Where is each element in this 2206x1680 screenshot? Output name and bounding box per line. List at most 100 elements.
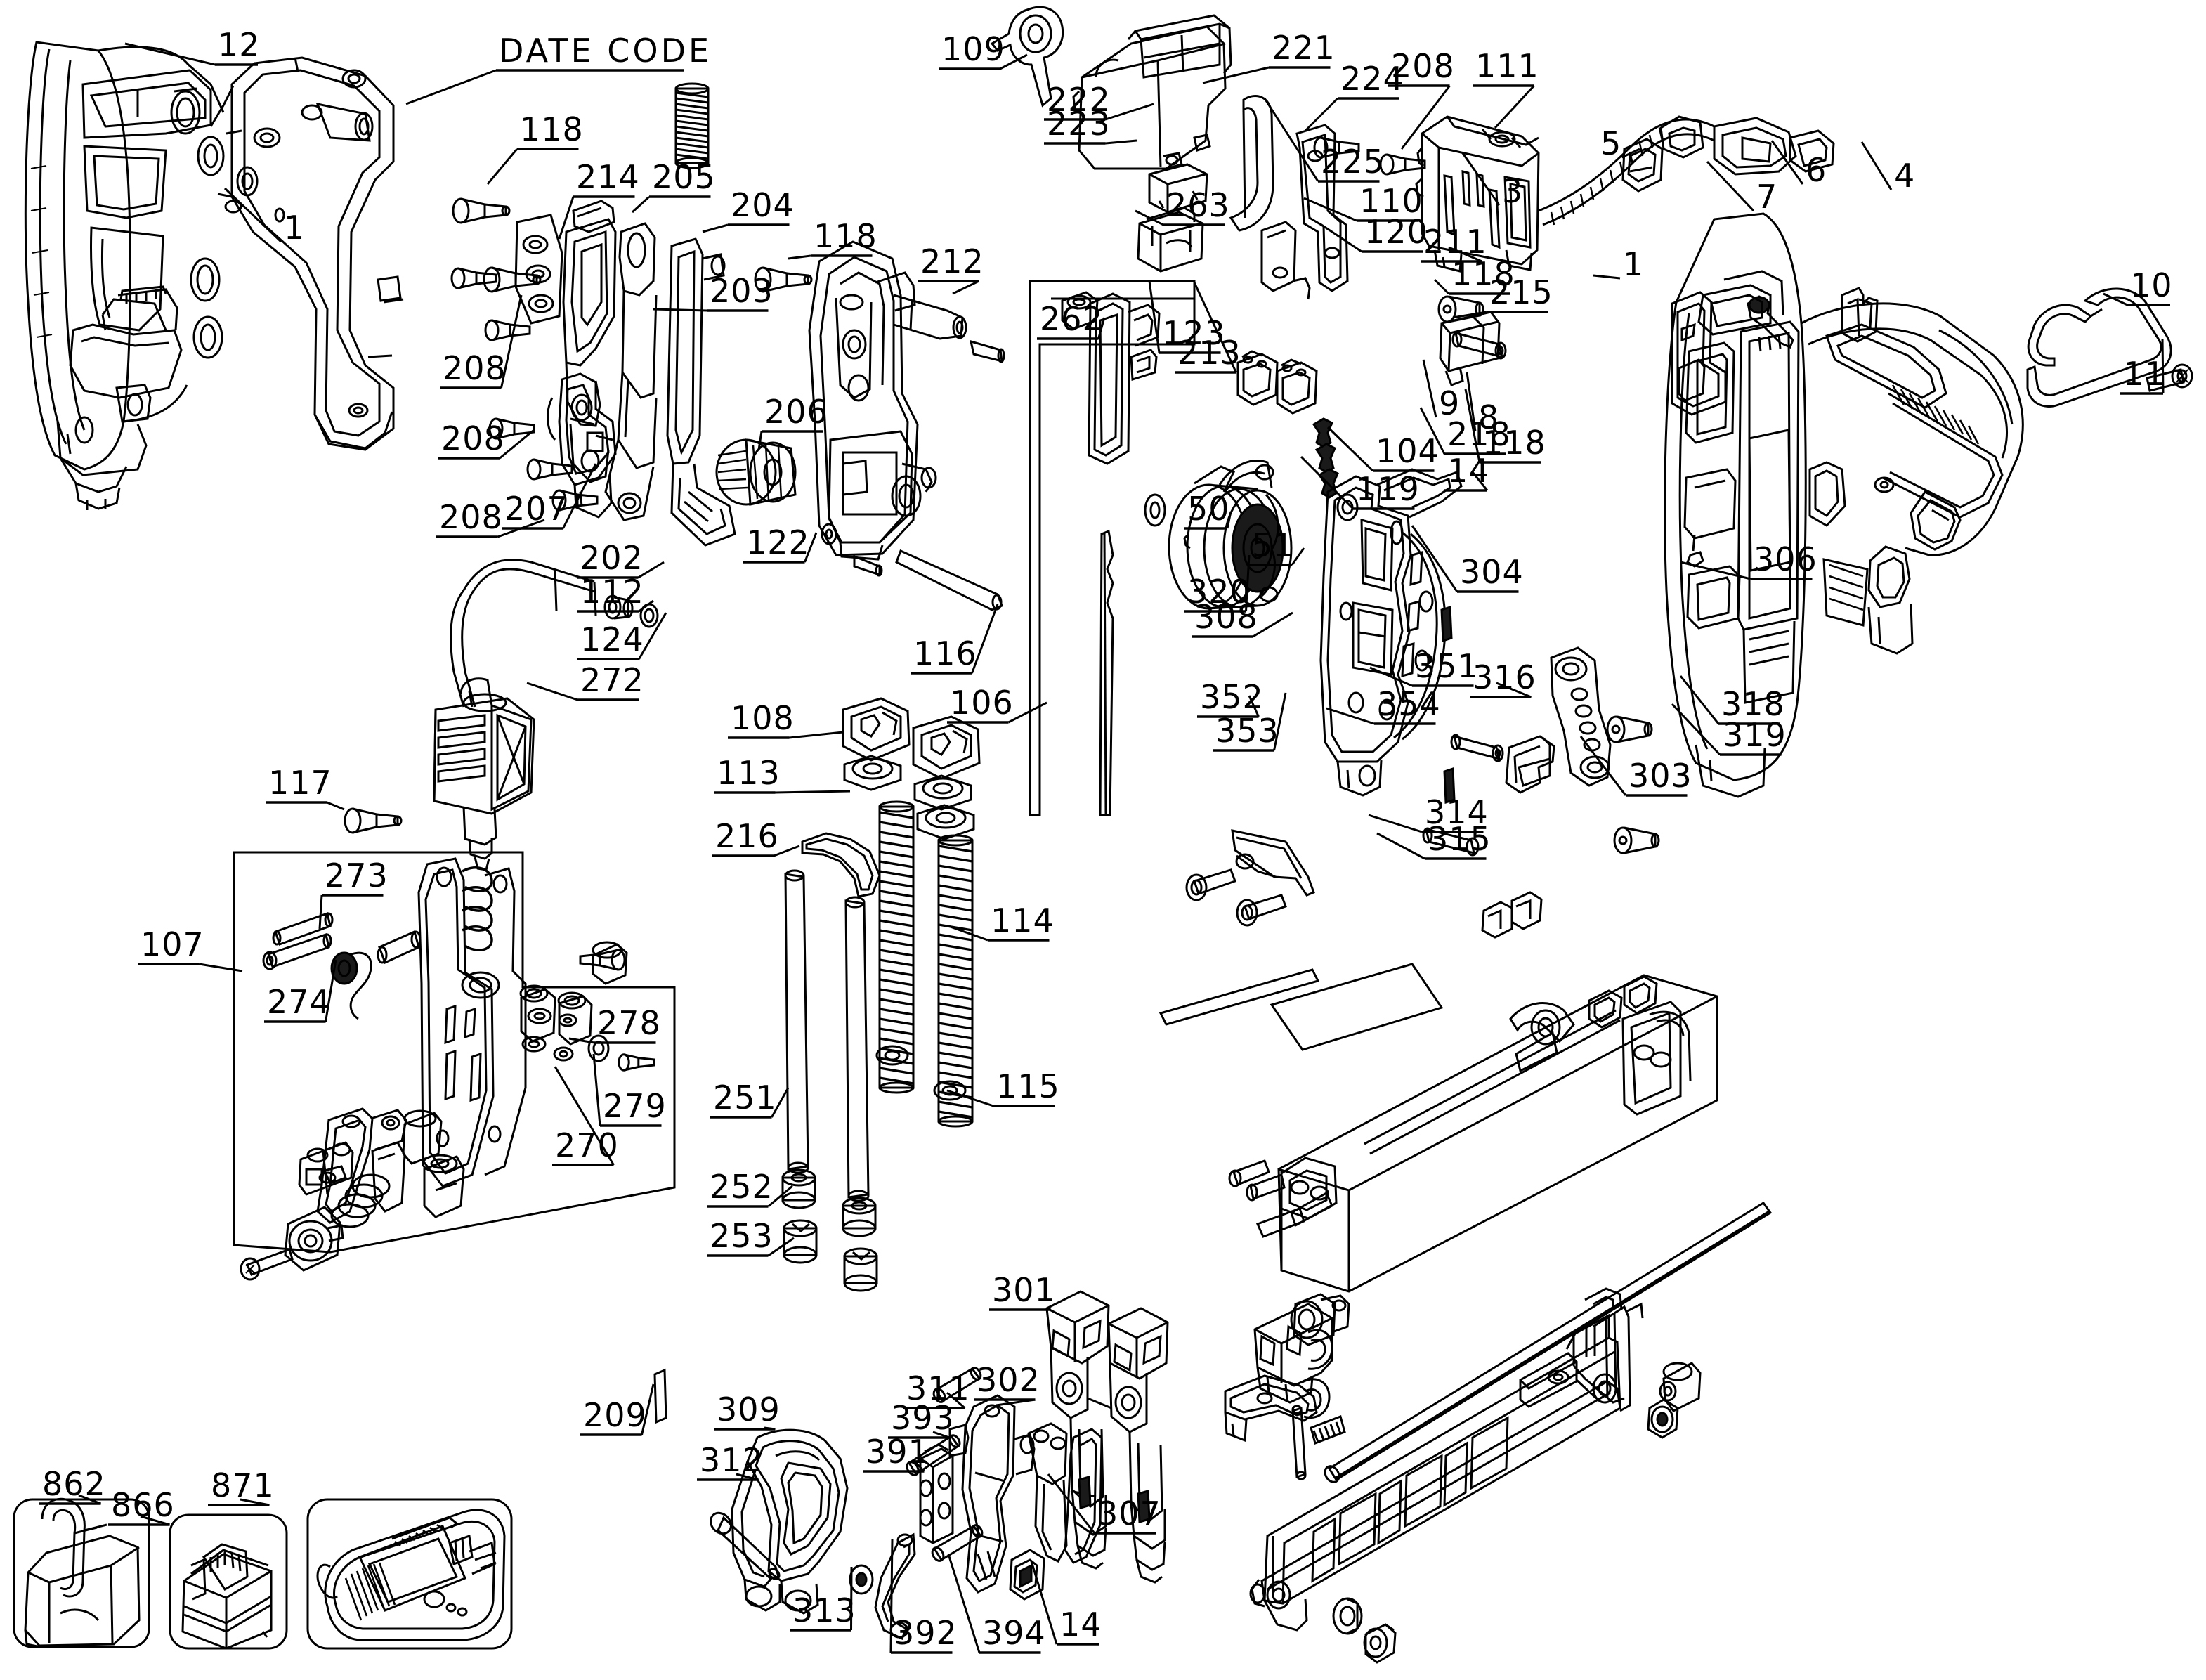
callout-number: 213	[1177, 334, 1241, 372]
callout-leader	[653, 309, 707, 311]
callout-leader	[1227, 512, 1231, 528]
callout-leader	[776, 791, 851, 793]
callout-leader	[555, 1067, 614, 1165]
part-118-bolt-a	[452, 197, 511, 224]
part-115-washer-y	[934, 1081, 965, 1100]
callout-leader	[563, 464, 596, 528]
part-11-screw	[2147, 365, 2192, 391]
callout-392: 392	[891, 1539, 958, 1653]
callout-number: 207	[504, 490, 568, 528]
callout-leader	[500, 430, 535, 458]
part-272-switch	[434, 679, 534, 870]
callout-303: 303	[1581, 736, 1692, 795]
callout-number: 218	[1447, 415, 1511, 453]
callout-leader	[639, 562, 665, 578]
callout-number: 216	[715, 817, 779, 855]
callout-307: 307	[1048, 1474, 1161, 1533]
part-351-block	[1255, 1304, 1332, 1402]
callout-date-code: DATE CODE	[406, 32, 709, 104]
callout-leader	[141, 1516, 170, 1525]
callout-number: 351	[1415, 647, 1479, 685]
callout-number: 12	[218, 26, 261, 64]
callout-leader	[1581, 736, 1626, 795]
callout-number: 104	[1376, 432, 1440, 470]
part-119-pin-a	[1187, 870, 1235, 900]
callout-number: 223	[1047, 105, 1111, 143]
callout-263: 263	[1135, 186, 1229, 225]
callout-number: 14	[1059, 1606, 1102, 1643]
callout-leader	[769, 1186, 793, 1206]
part-211-frame	[1321, 469, 1461, 795]
callout-number: 118	[1451, 255, 1515, 293]
callout-leader	[790, 732, 844, 738]
part-9-pin-b	[1442, 607, 1451, 641]
part-223-housing	[1138, 208, 1203, 271]
callout-120: 120	[1319, 213, 1428, 252]
callout-number: 116	[913, 634, 977, 672]
callout-leader	[1099, 318, 1105, 339]
callout-number: 303	[1629, 757, 1692, 795]
callout-225: 225	[1265, 98, 1384, 181]
callout-leader	[1009, 703, 1047, 722]
part-4-clip	[1842, 288, 1877, 341]
callout-number: 320	[1187, 573, 1251, 611]
group-213-box	[1030, 281, 1194, 815]
callout-leader	[79, 1495, 101, 1504]
callout-number: 117	[268, 764, 332, 802]
callout-leader	[1265, 98, 1318, 181]
callout-number: 253	[710, 1217, 774, 1255]
callout-leader	[1496, 683, 1532, 697]
callout-312: 312	[697, 1441, 764, 1480]
callout-number: 203	[710, 272, 774, 310]
callout-107: 107	[138, 925, 242, 971]
callout-391: 391	[863, 1433, 929, 1471]
callout-number: 306	[1754, 540, 1817, 578]
callout-leader	[1246, 555, 1250, 611]
callout-number: 224	[1340, 60, 1404, 98]
part-118-screw-g	[1451, 735, 1503, 761]
part-123-oring	[1145, 495, 1165, 526]
callout-118: 118	[488, 110, 583, 184]
callout-number: 9	[1439, 384, 1460, 422]
callout-number: 119	[1356, 470, 1420, 508]
callout-311: 311	[903, 1369, 970, 1408]
part-8-latch	[1506, 736, 1554, 793]
callout-leader	[1106, 104, 1154, 119]
callout-leader	[320, 895, 322, 929]
callout-9: 9	[1423, 360, 1460, 422]
part-311-pin	[932, 1366, 983, 1404]
callout-leader	[1453, 312, 1487, 318]
callout-leader	[527, 683, 577, 700]
callout-leader	[948, 1554, 979, 1653]
callout-number: 109	[941, 30, 1005, 68]
callout-number: 312	[700, 1441, 764, 1479]
callout-leader	[1370, 668, 1412, 686]
callout-1: 1	[1593, 245, 1643, 283]
callout-number: 392	[894, 1614, 958, 1652]
callout-number: 208	[441, 419, 505, 457]
callout-leader	[1249, 696, 1259, 717]
part-112-grommet	[605, 596, 632, 618]
callout-11: 11	[2120, 339, 2165, 393]
callout-leader	[1412, 526, 1457, 592]
callout-leader	[1135, 211, 1163, 225]
part-1-tool-body	[1665, 214, 2023, 797]
callout-number: 304	[1460, 553, 1524, 591]
callout-number: 107	[141, 925, 204, 963]
callout-leader	[559, 197, 573, 239]
callout-leader	[703, 225, 728, 232]
part-114-spring-a	[880, 802, 913, 1093]
callout-204: 204	[703, 186, 794, 232]
callout-number: 222	[1047, 81, 1111, 119]
callout-number: 8	[1478, 398, 1499, 436]
callout-50: 50	[1184, 490, 1231, 528]
callout-leader	[125, 44, 215, 65]
part-108-bushing-b	[913, 717, 979, 779]
callout-leader	[1466, 389, 1480, 462]
callout-351: 351	[1370, 647, 1479, 686]
callout-leader	[1772, 141, 1803, 184]
part-391-bracket	[920, 1445, 953, 1543]
part-251-rod-a	[785, 871, 808, 1173]
callout-214: 214	[559, 158, 639, 239]
part-107-driver-frame	[419, 859, 526, 1186]
